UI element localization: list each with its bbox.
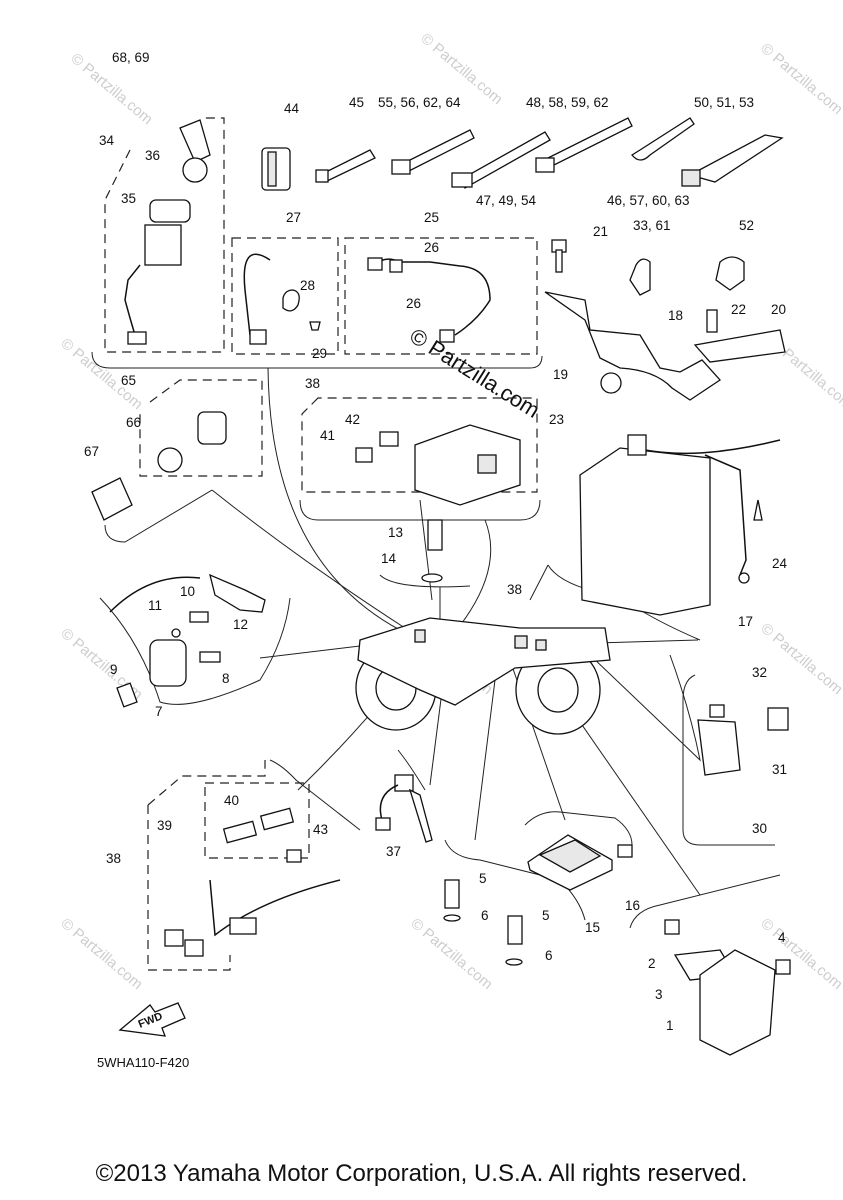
callout-22: 22 xyxy=(731,302,746,317)
callout-2: 2 xyxy=(648,956,656,971)
main-switch-parts xyxy=(124,119,491,345)
speed-sensor xyxy=(375,774,433,843)
callout-18: 18 xyxy=(668,308,683,323)
callout-48-58-59-62: 48, 58, 59, 62 xyxy=(526,95,609,110)
cable-ties xyxy=(261,117,784,191)
callout-30: 30 xyxy=(752,821,767,836)
callout-5-b: 5 xyxy=(542,908,550,923)
diagram-code: 5WHA110-F420 xyxy=(97,1055,189,1070)
callout-1: 1 xyxy=(666,1018,674,1033)
callout-4: 4 xyxy=(778,930,786,945)
callout-35: 35 xyxy=(121,191,136,206)
harness-parts xyxy=(164,807,341,957)
battery xyxy=(579,434,781,616)
callout-9: 9 xyxy=(110,662,118,677)
callout-38-a: 38 xyxy=(305,376,320,391)
callout-34: 34 xyxy=(99,133,115,148)
callout-52: 52 xyxy=(739,218,754,233)
callout-7: 7 xyxy=(155,704,163,719)
callout-23: 23 xyxy=(549,412,564,427)
atv-vehicle xyxy=(355,617,611,735)
ignition-coil-parts xyxy=(109,573,266,708)
callout-50-51-53: 50, 51, 53 xyxy=(694,95,754,110)
callout-39: 39 xyxy=(157,818,172,833)
callout-6-b: 6 xyxy=(545,948,553,963)
callout-11: 11 xyxy=(148,598,162,613)
callout-66: 66 xyxy=(126,415,141,430)
watermark-center: © Partzilla.com xyxy=(405,323,544,423)
callout-46-57-60-63: 46, 57, 60, 63 xyxy=(607,193,690,208)
callout-15: 15 xyxy=(585,920,600,935)
callout-28: 28 xyxy=(300,278,315,293)
callout-25: 25 xyxy=(424,210,439,225)
callout-26-b: 26 xyxy=(406,296,421,311)
callout-47-49-54: 47, 49, 54 xyxy=(476,193,537,208)
fuse-box-parts xyxy=(355,424,521,506)
callout-43: 43 xyxy=(313,822,328,837)
callout-67: 67 xyxy=(84,444,99,459)
callout-3: 3 xyxy=(655,987,663,1002)
callout-labels: 68, 69 34 36 35 44 45 55, 56, 62, 64 48,… xyxy=(84,50,788,1070)
bracket-parts xyxy=(544,239,786,401)
callout-40: 40 xyxy=(224,793,239,808)
callout-38-b: 38 xyxy=(507,582,522,597)
callout-8: 8 xyxy=(222,671,230,686)
callout-65: 65 xyxy=(121,373,136,388)
callout-45: 45 xyxy=(349,95,364,110)
callout-41: 41 xyxy=(320,428,335,443)
callout-31: 31 xyxy=(772,762,787,777)
forward-arrow: FWD xyxy=(118,1002,186,1037)
callout-29: 29 xyxy=(312,346,327,361)
starter-relay-parts xyxy=(697,704,789,776)
callout-44: 44 xyxy=(284,101,300,116)
callout-37: 37 xyxy=(386,844,401,859)
callout-19: 19 xyxy=(553,367,568,382)
callout-27: 27 xyxy=(286,210,301,225)
callout-20: 20 xyxy=(771,302,786,317)
group-outlines xyxy=(91,117,781,971)
callout-6-a: 6 xyxy=(481,908,489,923)
callout-24: 24 xyxy=(772,556,788,571)
callout-5-a: 5 xyxy=(479,871,487,886)
cdi-unit-parts xyxy=(664,919,791,1056)
callout-21: 21 xyxy=(593,224,608,239)
callout-36: 36 xyxy=(145,148,160,163)
callout-68-69: 68, 69 xyxy=(112,50,150,65)
callout-12: 12 xyxy=(233,617,248,632)
callout-26-a: 26 xyxy=(424,240,439,255)
regulator-parts xyxy=(443,834,633,966)
copyright-notice: ©2013 Yamaha Motor Corporation, U.S.A. A… xyxy=(95,1160,748,1187)
callout-33-61: 33, 61 xyxy=(633,218,671,233)
callout-55-56-62-64: 55, 56, 62, 64 xyxy=(378,95,461,110)
grip-parts xyxy=(91,411,227,521)
callout-17: 17 xyxy=(738,614,753,629)
watermark-text: © Partzilla.com xyxy=(757,620,843,698)
callout-38-c: 38 xyxy=(106,851,121,866)
callout-13: 13 xyxy=(388,525,403,540)
callout-32: 32 xyxy=(752,665,767,680)
callout-16: 16 xyxy=(625,898,640,913)
sensor-parts xyxy=(421,519,443,583)
watermark-text: © Partzilla.com xyxy=(57,915,145,993)
callout-10: 10 xyxy=(180,584,195,599)
watermark-text: © Partzilla.com xyxy=(407,915,495,993)
callout-14: 14 xyxy=(381,551,397,566)
callout-42: 42 xyxy=(345,412,360,427)
watermark-text: © Partzilla.com xyxy=(757,40,843,118)
